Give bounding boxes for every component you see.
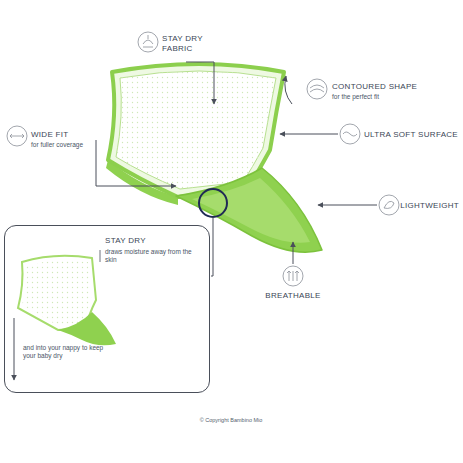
inset-texture: [22, 260, 92, 326]
detail-leader: [211, 217, 213, 276]
leader-arrows: [285, 76, 292, 104]
liner-texture: [116, 71, 276, 189]
leader-arrows: [293, 242, 294, 264]
feature-icons: [10, 134, 24, 138]
feature-label: WIDE FIT: [31, 130, 69, 140]
leader-arrows: [96, 62, 377, 264]
feature-icons: [7, 32, 399, 286]
inset-arrow: [14, 318, 15, 380]
copyright-note: © Copyright Bambino Mio: [200, 417, 263, 424]
detail-circle: [199, 189, 227, 217]
leader-arrows: [280, 134, 338, 135]
feature-subtext: for fuller coverage: [31, 141, 83, 149]
inset-liner: [14, 250, 116, 380]
inset-flap: [58, 312, 116, 345]
feature-label: LIGHTWEIGHT: [400, 201, 459, 211]
feature-icons: [307, 79, 327, 99]
feature-icons: [310, 85, 324, 92]
leader-arrows: [318, 205, 377, 206]
feature-icons: [7, 126, 27, 146]
leader-arrows: [96, 140, 176, 186]
feature-subtext: for the perfect fit: [332, 93, 379, 101]
panel-heading: STAY DRY: [105, 236, 146, 246]
feature-icons: [379, 195, 399, 215]
feature-icons: [283, 266, 303, 286]
inset-panel: STAY DRY draws moisture away from the ski…: [4, 225, 210, 393]
feature-icons: [343, 132, 357, 136]
feature-icons: [340, 124, 360, 144]
liner-flap-inner: [192, 178, 310, 243]
liner-flap: [176, 168, 322, 252]
panel-text: draws moisture away from the skin: [105, 248, 197, 264]
feature-icons: [287, 271, 299, 281]
feature-label: CONTOURED SHAPE: [332, 82, 417, 92]
feature-icons: [143, 35, 153, 47]
panel-text: and into your nappy to keep your baby dr…: [23, 344, 105, 360]
liner-surface: [116, 71, 276, 189]
inset-arrow-up: [100, 250, 101, 262]
feature-icons: [384, 201, 394, 208]
leader-arrows: [186, 62, 214, 104]
feature-label: STAY DRY FABRIC: [162, 34, 206, 53]
feature-label: BREATHABLE: [265, 291, 320, 301]
feature-label: ULTRA SOFT SURFACE: [364, 130, 458, 140]
feature-icons: [138, 32, 158, 52]
